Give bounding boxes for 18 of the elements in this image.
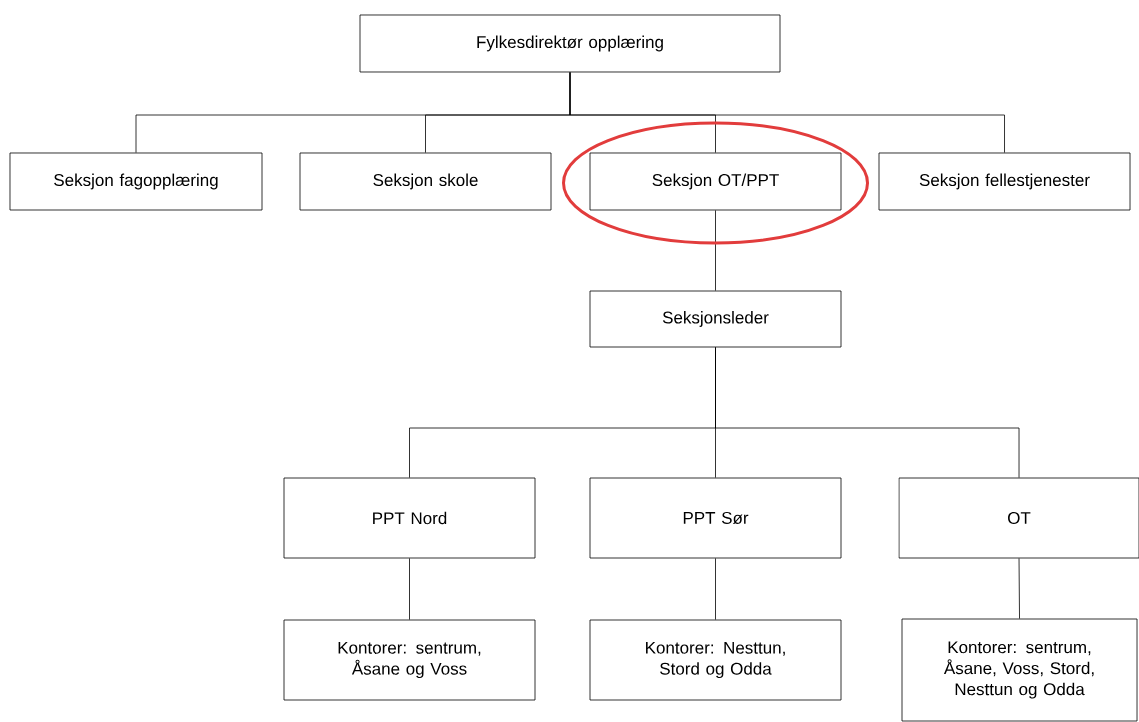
- connector-line: [715, 347, 1020, 478]
- org-box: Seksjon fellestjenester: [878, 152, 1131, 211]
- org-box: Seksjon fagopplæring: [9, 152, 263, 211]
- org-box: Kontorer: Nesttun, Stord og Odda: [589, 619, 842, 701]
- connector-line: [715, 210, 716, 291]
- org-box: Seksjonsleder: [589, 290, 842, 348]
- org-box: Kontorer: sentrum, Åsane, Voss, Stord, Nesttun og Odda: [901, 618, 1138, 722]
- org-box: PPT Sør: [589, 477, 842, 559]
- org-box: Kontorer: sentrum, Åsane og Voss: [283, 619, 536, 701]
- org-box: Fylkesdirektør opplæring: [359, 14, 781, 73]
- org-box: OT: [898, 477, 1139, 559]
- org-box: Seksjon OT/PPT: [589, 152, 842, 211]
- connector-line: [569, 72, 1005, 153]
- connector-line: [409, 558, 410, 620]
- connector-line: [1018, 558, 1020, 619]
- connector-line: [715, 558, 716, 620]
- org-box: Seksjon skole: [299, 152, 552, 211]
- org-box: PPT Nord: [283, 477, 536, 559]
